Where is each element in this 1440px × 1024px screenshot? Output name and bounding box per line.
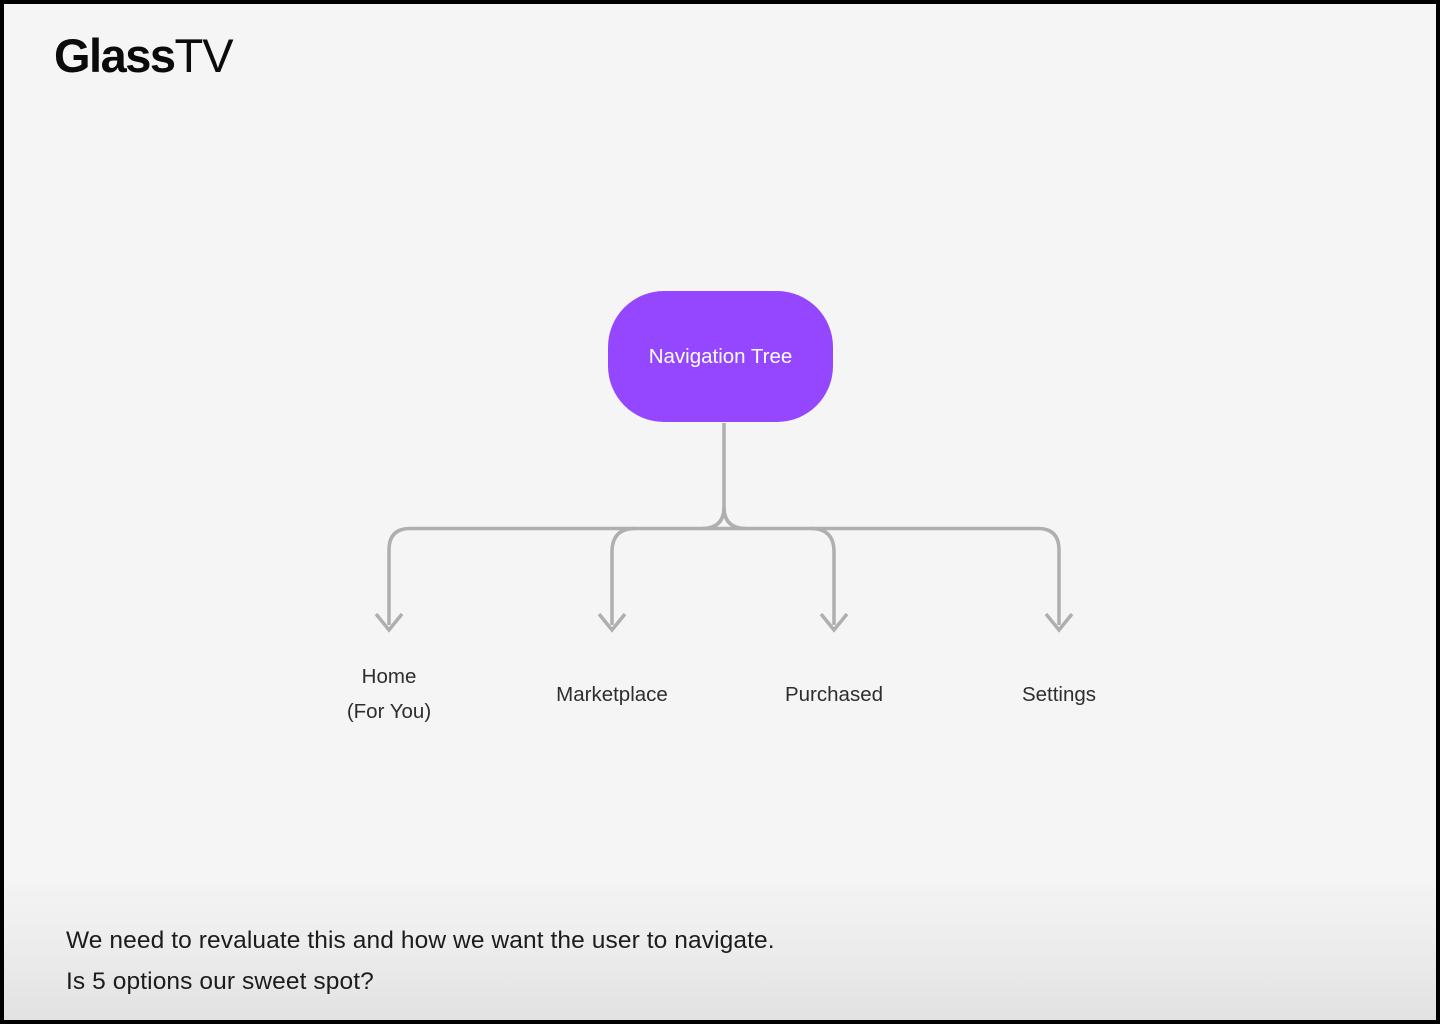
arrowhead-settings-icon [1044, 612, 1074, 633]
connector-flare-right [722, 506, 747, 531]
node-label-marketplace[interactable]: Marketplace [482, 656, 742, 732]
connector-branch-home [387, 526, 411, 625]
annotation-notes: We need to revaluate this and how we wan… [66, 920, 775, 1002]
connector-branch-marketplace [610, 526, 636, 625]
node-label-purchased-text: Purchased [784, 682, 883, 706]
arrowhead-marketplace-icon [597, 612, 627, 633]
annotation-note-line-2: Is 5 options our sweet spot? [66, 968, 374, 995]
tree-connectors [374, 423, 1074, 633]
bottom-gradient-band [4, 878, 1436, 1020]
connector-branch-purchased [810, 526, 836, 625]
node-navigation-tree-label: Navigation Tree [648, 344, 793, 368]
connector-flare-left [701, 506, 726, 531]
node-label-marketplace-text: Marketplace [556, 682, 668, 706]
brand-logo: GlassTV [54, 29, 234, 82]
node-navigation-tree[interactable]: Navigation Tree [608, 291, 833, 422]
node-label-purchased[interactable]: Purchased [704, 656, 964, 732]
arrowhead-purchased-icon [819, 612, 849, 633]
node-label-home-subtext: (For You) [346, 700, 432, 723]
annotation-note-line-1: We need to revaluate this and how we wan… [66, 927, 775, 954]
connector-branch-settings [1037, 526, 1061, 625]
brand-logo-bold: Glass [54, 29, 176, 82]
node-label-settings-text: Settings [1021, 682, 1097, 706]
node-label-home-text: Home [361, 665, 417, 688]
node-label-settings[interactable]: Settings [929, 656, 1189, 732]
arrowhead-home-icon [374, 612, 404, 633]
node-label-home[interactable]: Home (For You) [259, 656, 519, 732]
brand-logo-light: TV [174, 29, 234, 82]
